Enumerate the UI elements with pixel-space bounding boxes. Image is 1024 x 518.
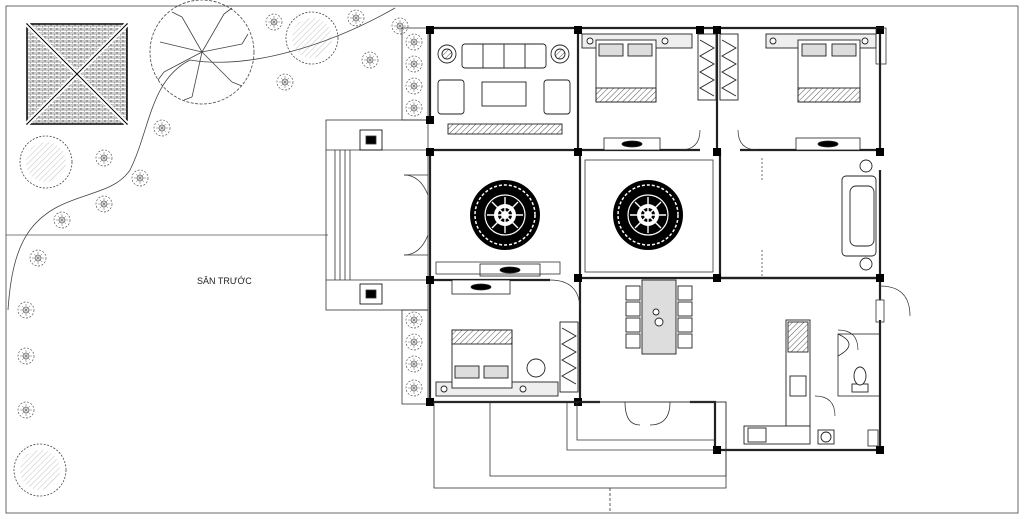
bed-icon xyxy=(765,33,877,103)
sink-icon xyxy=(837,333,881,447)
roof-icon xyxy=(25,22,129,126)
tree-icon xyxy=(149,0,255,105)
table-icon xyxy=(481,81,527,107)
side-closets xyxy=(875,27,887,323)
toilet-icon xyxy=(817,366,869,445)
bed-icon xyxy=(581,33,693,103)
garden-path xyxy=(7,7,396,311)
doors xyxy=(549,129,911,417)
rug-medallion-icon xyxy=(469,179,684,251)
wardrobe-icon xyxy=(559,33,739,393)
central-hall-inner xyxy=(584,159,714,273)
table-icon xyxy=(625,279,693,355)
stove-icon xyxy=(743,319,811,445)
porch xyxy=(325,119,429,311)
bed-icon xyxy=(435,329,559,397)
bathtub-icon xyxy=(841,159,877,271)
planter-top xyxy=(401,27,429,121)
planter-bottom xyxy=(401,309,429,405)
rear-terrace xyxy=(433,401,727,513)
site-boundary xyxy=(5,5,1019,514)
table-icon xyxy=(451,137,861,295)
window-strip xyxy=(435,261,561,275)
front-yard-label: SÂN TRƯỚC xyxy=(197,276,252,286)
sofa-icon xyxy=(437,43,571,135)
